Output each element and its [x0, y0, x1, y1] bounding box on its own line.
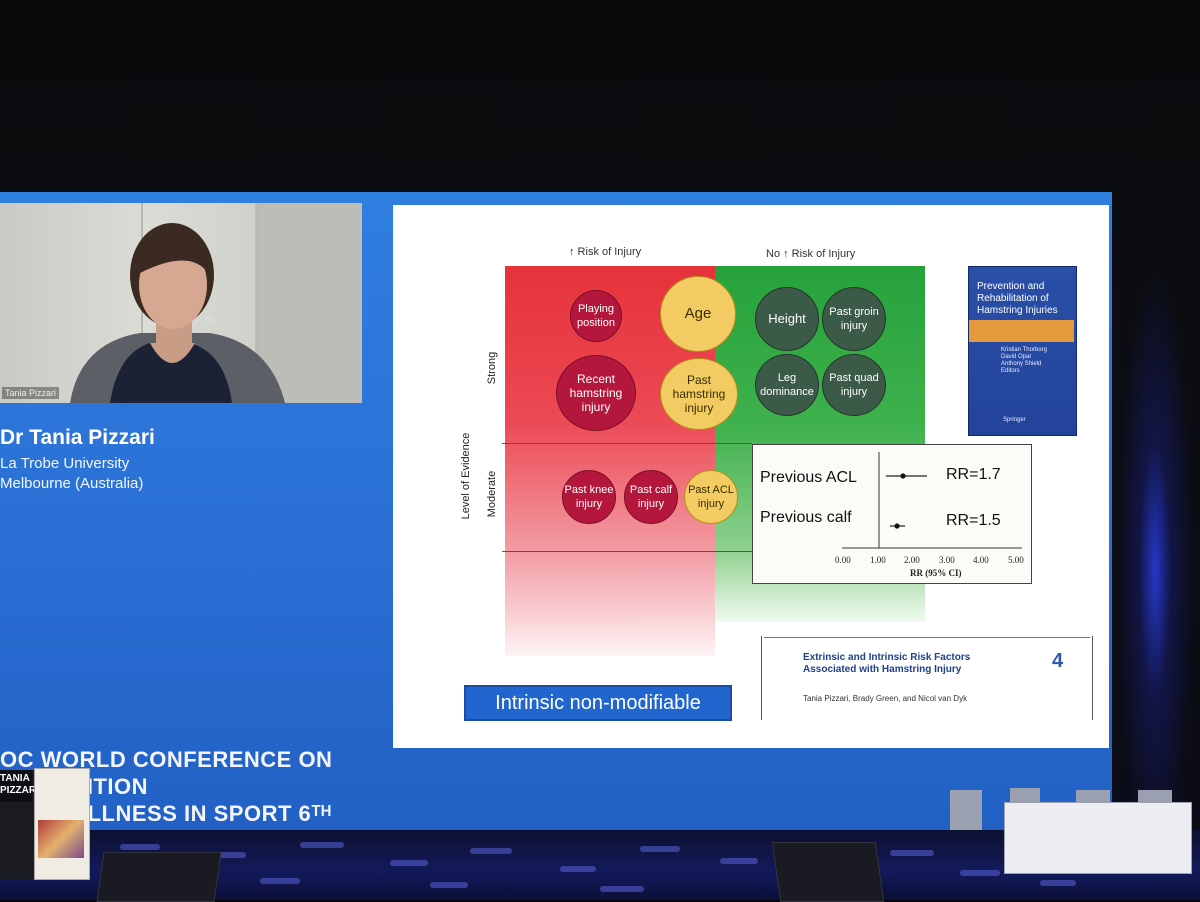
podium-sign-line-1: TANIA: [0, 773, 32, 785]
forest-point-2: [894, 523, 899, 528]
bubble-past-hamstring-injury: Past hamstring injury: [660, 358, 738, 430]
axis-level-of-evidence: Level of Evidence: [460, 431, 472, 521]
forest-tick-4: 4.00: [973, 555, 989, 565]
bubble-height: Height: [755, 287, 819, 351]
chapter-number: 4: [1052, 650, 1063, 673]
forest-tick-0: 0.00: [835, 555, 851, 565]
chapter-title: Extrinsic and Intrinsic Risk Factors Ass…: [803, 652, 970, 676]
podium-name-sign: TANIA PIZZARI: [0, 770, 32, 802]
category-label-intrinsic-non-modifiable: Intrinsic non-modifiable: [464, 685, 732, 721]
bubble-leg-dominance: Leg dominance: [755, 354, 819, 416]
speaker-name: Dr Tania Pizzari: [0, 426, 155, 450]
book-band: [969, 320, 1074, 342]
speaker-portrait: [0, 203, 362, 403]
bubble-age: Age: [660, 276, 736, 352]
webcam-name-label: Tania Pizzari: [2, 387, 59, 399]
evidence-divider-top: [502, 443, 752, 444]
panel-chair-1: [950, 790, 982, 830]
chapter-title-line-2: Associated with Hamstring Injury: [803, 664, 970, 676]
forest-tick-3: 3.00: [939, 555, 955, 565]
stage-monitor-left: [96, 852, 221, 902]
book-editor-1: Kristian Thorborg: [1001, 347, 1047, 354]
chapter-title-line-1: Extrinsic and Intrinsic Risk Factors: [803, 652, 970, 664]
forest-tick-2: 2.00: [904, 555, 920, 565]
book-editors: Kristian Thorborg David Opar Anthony Shi…: [1001, 347, 1047, 375]
forest-axis-title: RR (95% CI): [910, 568, 962, 578]
bubble-recent-hamstring-injury: Recent hamstring injury: [556, 355, 636, 431]
chapter-authors: Tania Pizzari, Brady Green, and Nicol va…: [803, 694, 967, 703]
chapter-frame: [761, 636, 1093, 720]
book-editor-2: David Opar: [1001, 354, 1047, 361]
stage-light: [1110, 210, 1200, 810]
bubble-past-knee-injury: Past knee injury: [562, 470, 616, 524]
speaker-location: Melbourne (Australia): [0, 475, 143, 492]
book-editor-role: Editors: [1001, 368, 1047, 375]
header-no-risk: No ↑ Risk of Injury: [766, 248, 855, 260]
bubble-past-calf-injury: Past calf injury: [624, 470, 678, 524]
evidence-divider-bottom: [502, 551, 752, 552]
row-label-strong: Strong: [486, 338, 498, 398]
book-publisher: Springer: [1003, 417, 1026, 423]
forest-point-1: [900, 473, 905, 478]
chapter-rule: [764, 637, 1090, 638]
speaker-webcam: Tania Pizzari: [0, 203, 362, 403]
book-title: Prevention and Rehabilitation of Hamstri…: [977, 281, 1069, 317]
header-risk: ↑ Risk of Injury: [569, 246, 641, 258]
panel-desk: [1004, 802, 1192, 874]
bubble-past-groin-injury: Past groin injury: [822, 287, 886, 351]
forest-plot-graphic: [752, 444, 1032, 584]
stage-monitor-right: [772, 842, 884, 902]
bubble-past-quad-injury: Past quad injury: [822, 354, 886, 416]
bubble-past-acl-injury: Past ACL injury: [684, 470, 738, 524]
row-label-moderate: Moderate: [486, 464, 498, 524]
book-cover: Prevention and Rehabilitation of Hamstri…: [968, 266, 1077, 436]
book-editor-3: Anthony Shield: [1001, 361, 1047, 368]
podium-sign-line-2: PIZZARI: [0, 785, 32, 797]
bubble-playing-position: Playing position: [570, 290, 622, 342]
banner-photo: [38, 820, 84, 858]
forest-tick-5: 5.00: [1008, 555, 1024, 565]
forest-tick-1: 1.00: [870, 555, 886, 565]
speaker-affiliation: La Trobe University: [0, 455, 129, 472]
